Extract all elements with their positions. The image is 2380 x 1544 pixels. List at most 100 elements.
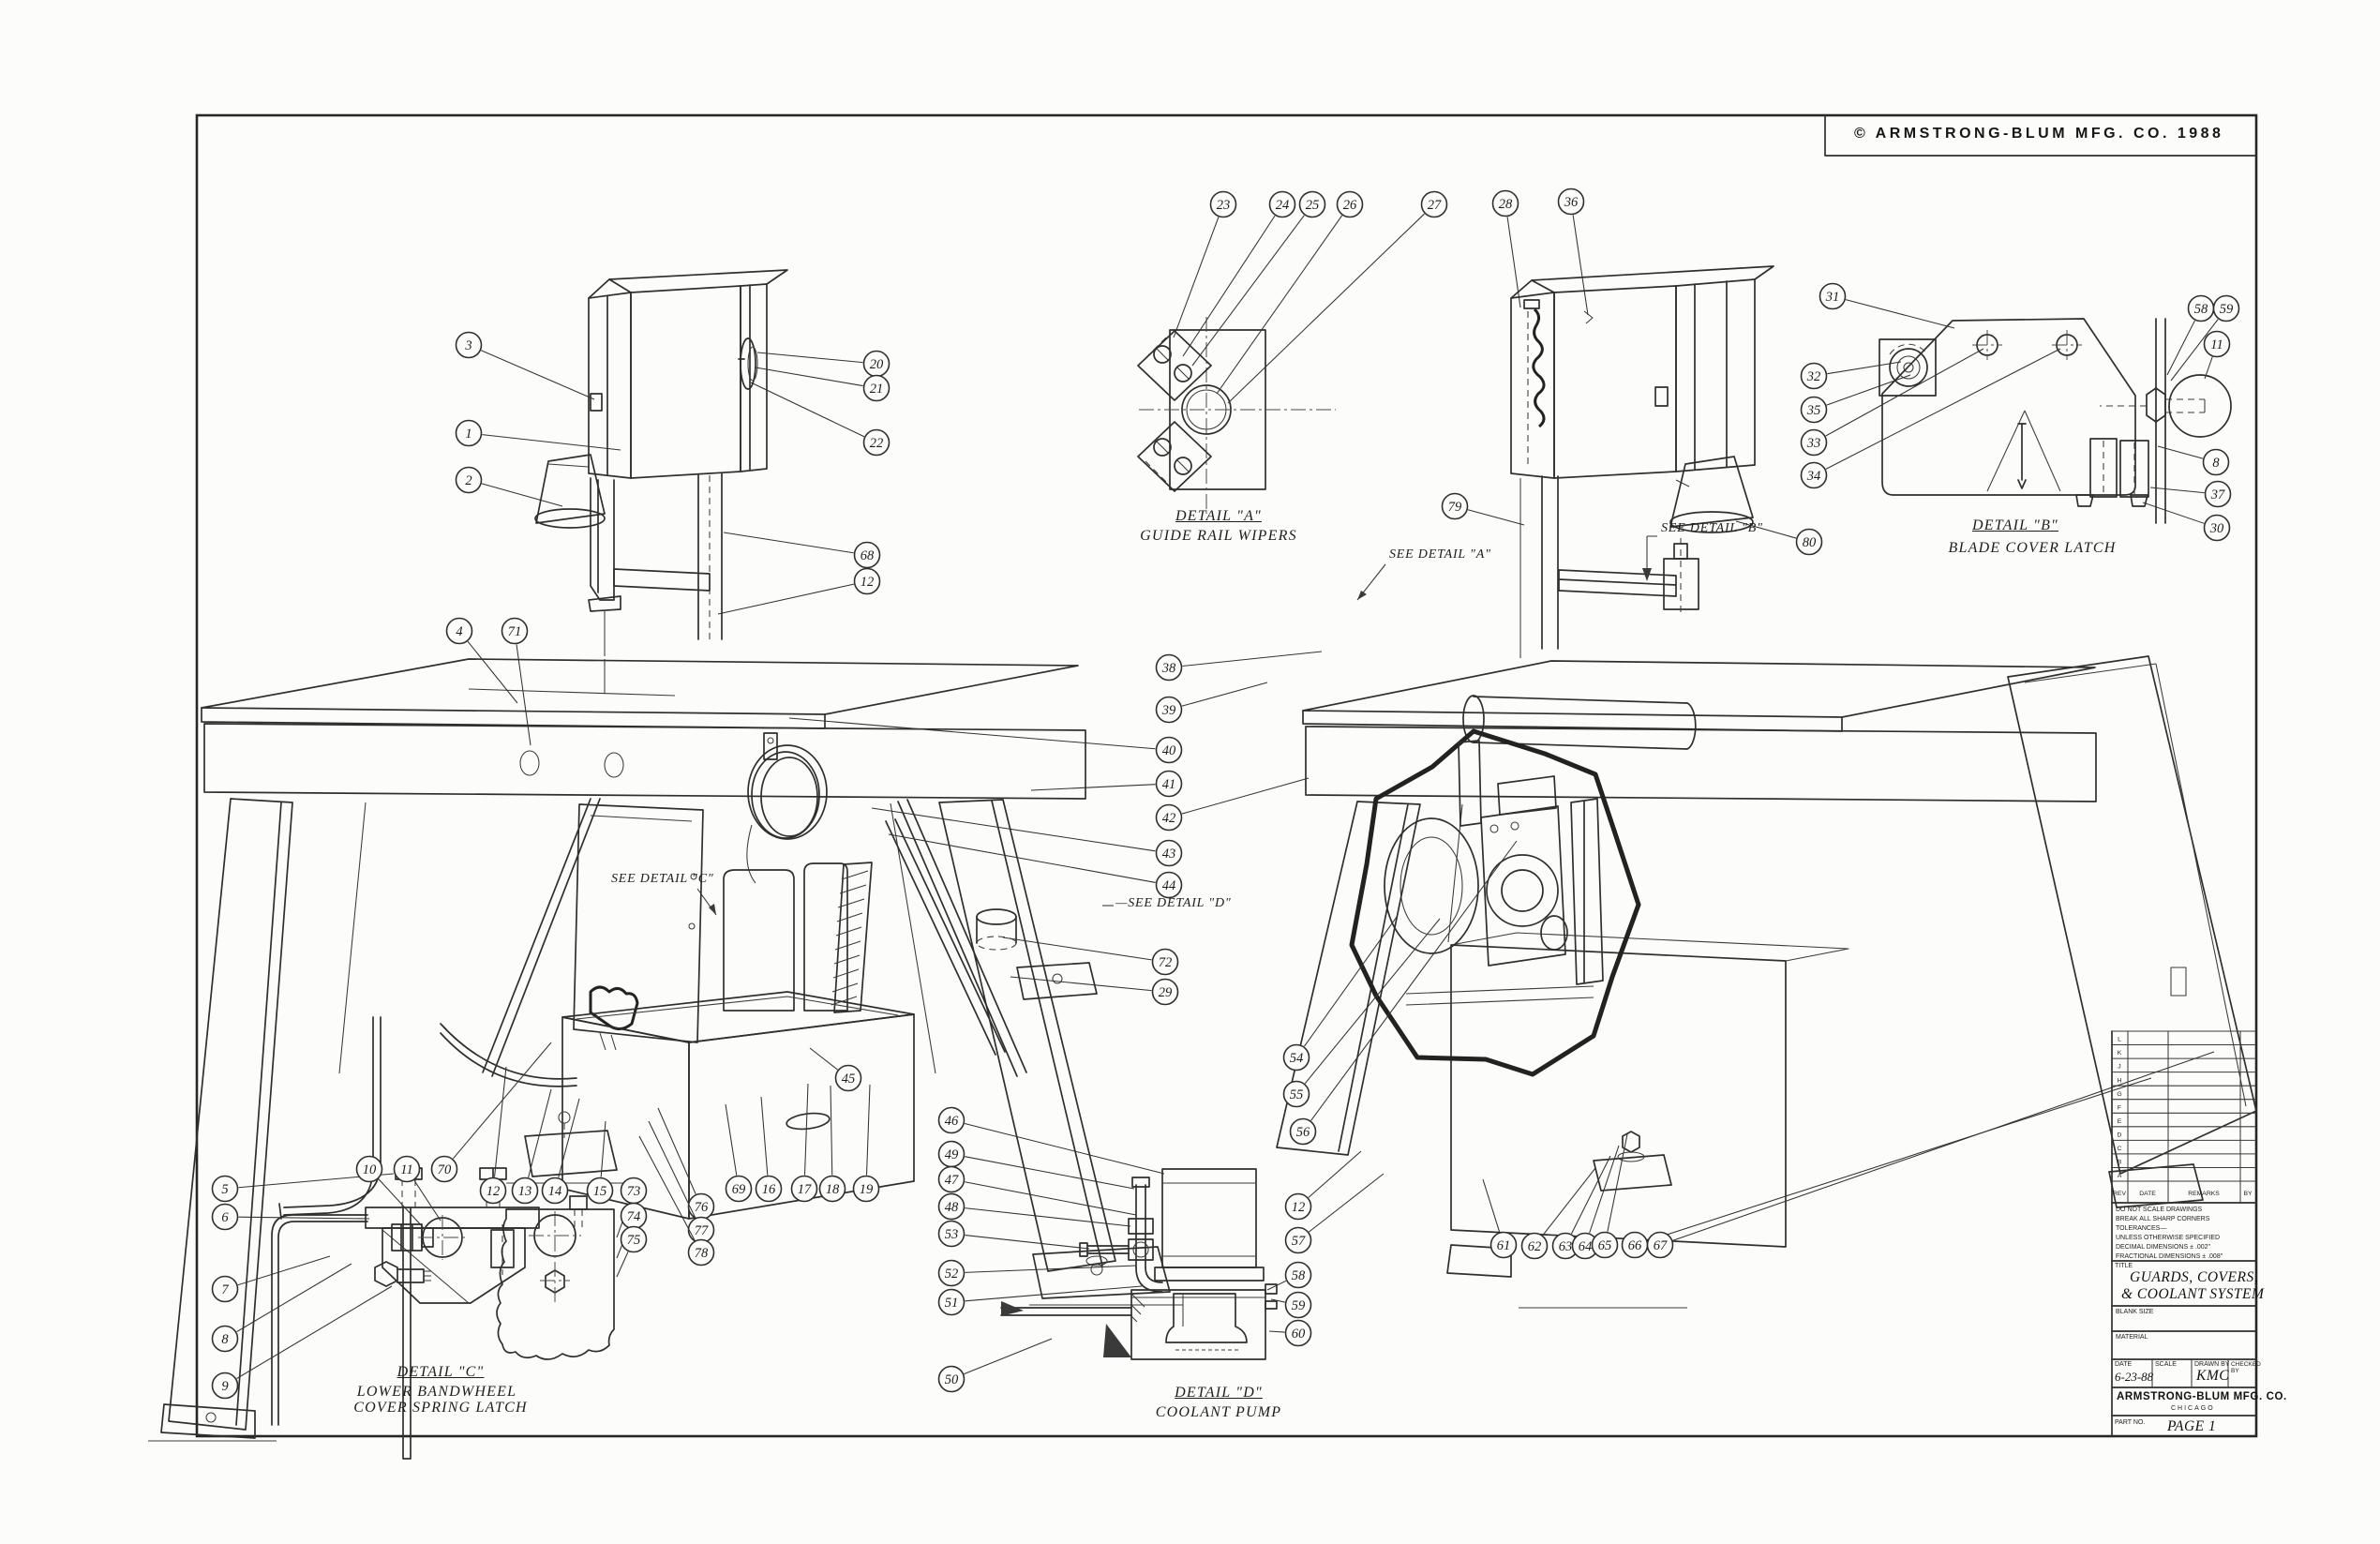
rev-row-letter-D: D: [2118, 1132, 2122, 1138]
note-line-1: DO NOT SCALE DRAWINGS: [2116, 1207, 2203, 1213]
callout-leader-12: [717, 583, 854, 615]
callout-leader-57: [1309, 1173, 1385, 1233]
callout-leader-35: [1826, 374, 1911, 406]
callout-balloon-58: [1284, 1261, 1312, 1289]
rev-row-letter-J: J: [2118, 1064, 2120, 1071]
callout-number-35: 35: [1806, 403, 1821, 418]
callout-number-61: 61: [1497, 1238, 1511, 1253]
callout-balloon-10: [355, 1155, 383, 1183]
callout-number-23: 23: [1217, 198, 1231, 213]
callout-leader-25: [1191, 215, 1305, 367]
date-value: 6-23-88: [2115, 1370, 2154, 1384]
callout-leader-9: [236, 1285, 393, 1380]
callout-number-80: 80: [1803, 535, 1817, 550]
callout-leader-56: [1310, 840, 1518, 1121]
callout-balloon-8: [211, 1325, 239, 1353]
callout-leader-47: [965, 1181, 1137, 1216]
callout-balloon-72: [1151, 948, 1179, 976]
callout-leader-63: [1571, 1155, 1611, 1235]
callout-balloon-56: [1289, 1117, 1317, 1146]
callout-leader-2: [481, 483, 563, 507]
callout-number-33: 33: [1806, 436, 1821, 451]
callout-balloon-59: [2212, 294, 2240, 322]
callout-balloon-30: [2203, 514, 2231, 542]
callout-leader-50: [964, 1338, 1053, 1375]
callout-number-6: 6: [221, 1210, 229, 1225]
see-detail-c-label: SEE DETAIL "C": [611, 872, 714, 886]
callout-leader-32: [1827, 361, 1902, 375]
callout-number-54: 54: [1290, 1051, 1304, 1066]
rev-row-letter-L: L: [2118, 1037, 2121, 1043]
checked-by-label: CHECKED BY: [2231, 1361, 2261, 1374]
callout-number-1: 1: [465, 427, 472, 442]
callout-leader-11: [2204, 356, 2213, 380]
callout-balloon-28: [1491, 189, 1519, 217]
callout-number-65: 65: [1598, 1238, 1612, 1253]
detail-b-title: DETAIL "B": [1972, 517, 2058, 533]
callout-number-62: 62: [1528, 1239, 1542, 1254]
rev-row-letter-F: F: [2118, 1104, 2121, 1111]
callout-number-15: 15: [593, 1184, 607, 1199]
callout-number-53: 53: [945, 1227, 959, 1242]
callout-balloon-42: [1155, 803, 1183, 832]
note-line-5: DECIMAL DIMENSIONS ± .002": [2116, 1244, 2210, 1251]
callout-balloon-59: [1284, 1291, 1312, 1319]
callout-leader-67: [1672, 1051, 2215, 1241]
callout-leader-64: [1589, 1145, 1620, 1234]
callout-leader-20: [756, 352, 863, 364]
callout-balloon-27: [1420, 190, 1448, 218]
callout-number-36: 36: [1564, 195, 1579, 210]
callout-balloon-14: [541, 1177, 569, 1205]
callout-leader-51: [965, 1285, 1143, 1302]
callout-number-26: 26: [1343, 198, 1357, 213]
callout-leader-12: [494, 1066, 507, 1177]
callout-leader-60: [1268, 1330, 1285, 1333]
callout-leader-37: [2149, 487, 2205, 494]
callout-balloon-26: [1336, 190, 1364, 218]
drawn-by-label: DRAWN BY: [2194, 1361, 2230, 1368]
detail-b-view: [1879, 318, 2232, 524]
callout-balloon-79: [1441, 492, 1469, 520]
callout-leader-26: [1216, 215, 1343, 395]
callout-balloon-15: [586, 1177, 614, 1205]
callout-number-69: 69: [732, 1182, 746, 1197]
rev-row-letter-C: C: [2118, 1146, 2122, 1152]
callout-leader-29: [1010, 976, 1152, 992]
callout-leader-53: [965, 1235, 1090, 1250]
callout-number-14: 14: [548, 1184, 562, 1199]
callout-number-56: 56: [1296, 1125, 1310, 1140]
callout-number-59: 59: [1292, 1298, 1306, 1313]
callout-number-34: 34: [1806, 469, 1821, 484]
blank-size-label: BLANK SIZE: [2116, 1309, 2154, 1315]
callout-leader-49: [965, 1156, 1135, 1190]
callout-number-4: 4: [456, 624, 462, 639]
callout-number-11: 11: [2210, 337, 2223, 352]
callout-leader-41: [1030, 784, 1156, 791]
scale-label: SCALE: [2155, 1361, 2177, 1368]
callout-number-24: 24: [1276, 198, 1290, 213]
callout-balloon-11: [393, 1155, 421, 1183]
callout-leader-18: [830, 1085, 833, 1176]
callout-number-59: 59: [2220, 302, 2234, 317]
detail-a-view: [1137, 317, 1336, 514]
callout-balloon-16: [755, 1175, 783, 1203]
callout-leader-69: [725, 1103, 738, 1176]
date-label: DATE: [2115, 1361, 2133, 1368]
callout-balloon-62: [1520, 1232, 1549, 1260]
detail-a-title: DETAIL "A": [1175, 508, 1262, 524]
rev-row-letter-H: H: [2118, 1077, 2122, 1084]
title-label: TITLE: [2115, 1263, 2133, 1269]
callout-leader-71: [516, 644, 531, 746]
callout-number-41: 41: [1162, 777, 1176, 792]
callout-leader-12: [1308, 1150, 1362, 1198]
callout-number-75: 75: [627, 1233, 641, 1248]
part-no-value: PAGE 1: [2167, 1418, 2217, 1434]
callout-leader-19: [865, 1084, 871, 1176]
callout-leader-40: [788, 717, 1156, 750]
callout-leader-68: [723, 532, 854, 554]
callout-leader-34: [1825, 348, 2061, 470]
callout-leader-80: [1735, 520, 1797, 539]
callout-balloon-35: [1800, 396, 1828, 424]
annotation-arrows: [696, 535, 1657, 916]
